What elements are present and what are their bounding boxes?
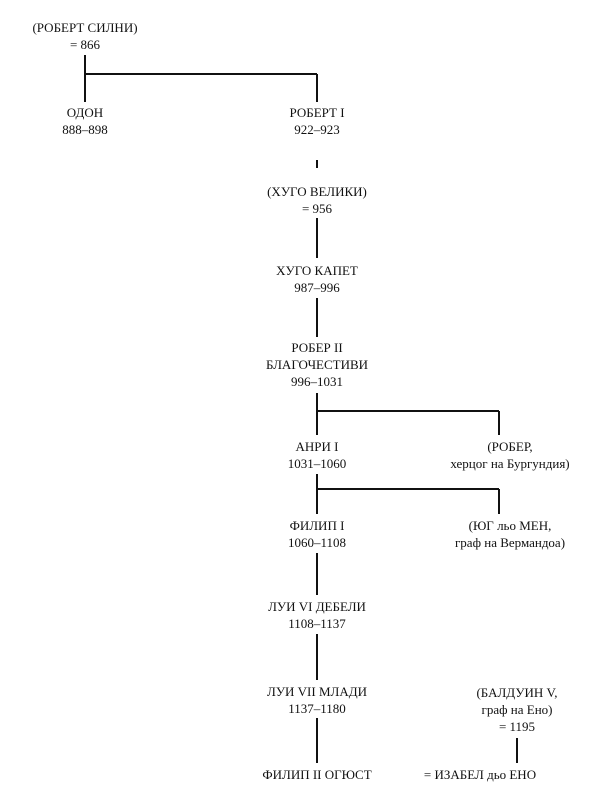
node-title: граф на Вермандоа)	[454, 535, 566, 550]
node-dates: = 1195	[498, 719, 536, 734]
node-epithet: БЛАГОЧЕСТИВИ	[265, 357, 369, 372]
node-name: ОДОН	[66, 105, 104, 120]
node-name: РОБЕРТ I	[289, 105, 345, 120]
node-name: (РОБЕРТ СИЛНИ)	[32, 20, 138, 35]
node-dates: 1137–1180	[288, 701, 346, 716]
node-name: РОБЕР II	[291, 340, 343, 355]
node-robert-ii: РОБЕР II БЛАГОЧЕСТИВИ 996–1031	[266, 339, 368, 390]
node-dates: 987–996	[294, 280, 340, 295]
node-name: = ИЗАБЕЛ дьо ЕНО	[423, 767, 537, 782]
node-hugo-capet: ХУГО КАПЕТ 987–996	[276, 262, 358, 296]
node-title: херцог на Бургундия)	[450, 456, 570, 471]
node-dates: 888–898	[62, 122, 108, 137]
node-hugues-vermandois: (ЮГ льо МЕН, граф на Вермандоа)	[455, 517, 565, 551]
node-robert-i: РОБЕРТ I 922–923	[289, 104, 344, 138]
node-name: ЛУИ VI ДЕБЕЛИ	[268, 599, 366, 614]
node-name: (ХУГО ВЕЛИКИ)	[267, 184, 367, 199]
node-dates: 922–923	[294, 122, 340, 137]
node-philip-ii: ФИЛИП II ОГЮСТ	[262, 766, 371, 783]
node-dates: 996–1031	[291, 374, 343, 389]
node-title: граф на Ено)	[481, 702, 553, 717]
node-name: ФИЛИП I	[289, 518, 345, 533]
node-dates: = 866	[69, 37, 101, 52]
node-name: ЛУИ VII МЛАДИ	[267, 684, 367, 699]
node-isabelle: = ИЗАБЕЛ дьо ЕНО	[424, 766, 536, 783]
node-name: (БАЛДУИН V,	[476, 685, 558, 700]
node-louis-vii: ЛУИ VII МЛАДИ 1137–1180	[267, 683, 367, 717]
node-odon: ОДОН 888–898	[62, 104, 108, 138]
node-louis-vi: ЛУИ VI ДЕБЕЛИ 1108–1137	[268, 598, 366, 632]
node-dates: 1108–1137	[288, 616, 346, 631]
node-name: (ЮГ льо МЕН,	[468, 518, 552, 533]
node-dates: = 956	[301, 201, 333, 216]
node-name: ФИЛИП II ОГЮСТ	[262, 767, 372, 782]
node-robert-strong: (РОБЕРТ СИЛНИ) = 866	[32, 19, 137, 53]
node-dates: 1060–1108	[287, 535, 347, 550]
node-name: ХУГО КАПЕТ	[276, 263, 358, 278]
node-dates: 1031–1060	[287, 456, 347, 471]
node-name: (РОБЕР,	[487, 439, 533, 454]
node-name: АНРИ I	[295, 439, 339, 454]
node-philip-i: ФИЛИП I 1060–1108	[288, 517, 346, 551]
node-henri-i: АНРИ I 1031–1060	[288, 438, 347, 472]
node-rober-burgundy: (РОБЕР, херцог на Бургундия)	[450, 438, 569, 472]
node-baldwin-v: (БАЛДУИН V, граф на Ено) = 1195	[476, 684, 557, 735]
node-hugo-great: (ХУГО ВЕЛИКИ) = 956	[267, 183, 367, 217]
